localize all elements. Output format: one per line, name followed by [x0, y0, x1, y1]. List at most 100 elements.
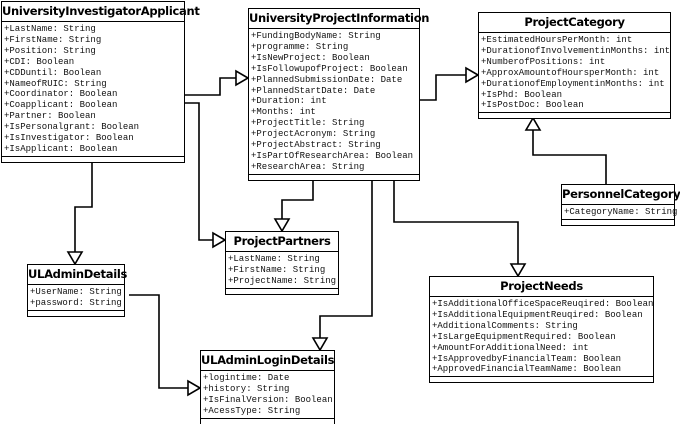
attribute: +IsNewProject: Boolean: [251, 52, 370, 63]
attribute: +CDI: Boolean: [4, 56, 75, 67]
connector-line: [393, 180, 519, 264]
generalization-university-investigator-applicant-to-university-project-information: [185, 69, 250, 96]
attributes-compartment: +LastName: String+FirstName: String+Posi…: [2, 22, 184, 157]
attribute: +Position: String: [4, 45, 96, 56]
class-project-needs[interactable]: ProjectNeeds +IsAdditionalOfficeSpaceReuq…: [429, 276, 654, 384]
attribute: +IsPhd: Boolean: [481, 89, 563, 100]
class-name: ULAdminDetails: [28, 265, 127, 285]
class-ul-admin-details[interactable]: ULAdminDetails+UserName: String+password…: [27, 264, 127, 317]
generalization-personnel-category-to-project-category: [524, 116, 607, 184]
attributes-compartment: +LastName: String+FirstName: String+Proj…: [226, 252, 338, 289]
class-name: PersonnelCategory: [562, 185, 680, 205]
attribute: +AmountForAdditionalNeed: int: [432, 342, 589, 353]
attributes-compartment: +UserName: String+password: String: [28, 285, 124, 311]
class-name: ULAdminLoginDetails: [201, 351, 334, 371]
attribute: +AdditionalComments: String: [432, 320, 578, 331]
class-name: UniversityProjectInformation: [249, 9, 429, 29]
class-university-investigator-applicant[interactable]: UniversityInvestigatorApplicant+LastName…: [1, 1, 200, 163]
generalization-university-project-information-to-project-needs: [393, 180, 527, 278]
connector-line: [319, 180, 373, 338]
operations-compartment: [226, 289, 338, 294]
attribute: +DurationofInvolvementinMonths: int: [481, 45, 671, 56]
attribute: +PlannedSubmissionDate: Date: [251, 74, 403, 85]
attribute: +NameofRUIC: String: [4, 78, 107, 89]
attribute: +EstimatedHoursPerMonth: int: [481, 35, 633, 45]
class-name: ProjectNeeds: [430, 277, 653, 297]
class-project-partners[interactable]: ProjectPartners+LastName: String+FirstNa…: [225, 231, 339, 295]
class-name: ProjectCategory: [479, 13, 670, 33]
operations-compartment: [249, 175, 419, 180]
class-university-project-information[interactable]: UniversityProjectInformation+FundingBody…: [248, 8, 429, 181]
attribute: +IsPartOfResearchArea: Boolean: [251, 150, 414, 161]
attribute: +IsFollowupofProject: Boolean: [251, 63, 408, 74]
attribute: +IsPersonalgrant: Boolean: [4, 122, 140, 133]
attribute: +ProjectAcronym: String: [251, 129, 376, 140]
connector-line: [129, 294, 188, 389]
attribute: +AcessType: String: [203, 405, 301, 416]
connector-line: [281, 180, 314, 219]
attribute: +IsAdditionalOfficeSpaceReuqired: Boolea…: [432, 299, 654, 309]
attribute: +logintime: Date: [203, 373, 290, 383]
attribute: +IsInvestigator: Boolean: [4, 133, 134, 144]
hollow-triangle-arrowhead-icon: [273, 218, 291, 233]
attribute: +NumberofPositions: int: [481, 56, 606, 67]
class-name: ProjectPartners: [226, 232, 338, 252]
generalization-university-investigator-applicant-to-ul-admin-details: [66, 158, 93, 266]
attribute: +ProjectAbstract: String: [251, 140, 381, 151]
generalization-university-project-information-to-ul-admin-login-details: [311, 180, 373, 352]
attribute: +FundingBodyName: String: [251, 31, 381, 41]
attribute: +Months: int: [251, 107, 316, 118]
operations-compartment: [479, 113, 670, 118]
operations-compartment: [430, 377, 653, 382]
attribute: +LastName: String: [228, 254, 320, 264]
generalization-university-investigator-applicant-to-project-partners: [185, 102, 227, 249]
operations-compartment: [201, 419, 334, 424]
attribute: +IsAdditionalEquipmentReuqired: Boolean: [432, 309, 643, 320]
hollow-triangle-arrowhead-icon: [509, 263, 527, 278]
operations-compartment: [28, 311, 124, 316]
hollow-triangle-arrowhead-icon: [212, 231, 227, 249]
attribute: +IsApplicant: Boolean: [4, 143, 118, 154]
attributes-compartment: +EstimatedHoursPerMonth: int+DurationofI…: [479, 33, 671, 114]
attribute: +ProjectTitle: String: [251, 118, 365, 129]
hollow-triangle-arrowhead-icon: [465, 66, 480, 84]
class-name: UniversityInvestigatorApplicant: [2, 2, 200, 22]
attributes-compartment: +FundingBodyName: String+programme: Stri…: [249, 29, 419, 175]
attribute: +password: String: [30, 297, 122, 308]
attribute: +FirstName: String: [4, 34, 102, 45]
attribute: +LastName: String: [4, 24, 96, 34]
attributes-compartment: +CategoryName: String: [562, 205, 678, 220]
hollow-triangle-arrowhead-icon: [187, 379, 202, 397]
attribute: +DurationofEmploymentinMonths: int: [481, 78, 665, 89]
attribute: +IsLargeEquipmentRequired: Boolean: [432, 331, 616, 342]
attribute: +IsPostDoc: Boolean: [481, 100, 584, 111]
attribute: +IsApprovedbyFinancialTeam: Boolean: [432, 353, 622, 364]
attribute: +ResearchArea: String: [251, 161, 365, 172]
connector-line: [74, 158, 93, 252]
class-personnel-category[interactable]: PersonnelCategory +CategoryName: String: [561, 184, 680, 226]
connector-line: [185, 77, 236, 96]
attribute: +ApproxAmountofHoursperMonth: int: [481, 67, 660, 78]
hollow-triangle-arrowhead-icon: [311, 337, 329, 352]
attribute: +CDDuntil: Boolean: [4, 67, 102, 78]
attribute: +CategoryName: String: [564, 207, 678, 217]
attribute: +ProjectName: String: [228, 275, 337, 286]
attribute: +FirstName: String: [228, 264, 326, 275]
connector-line: [420, 74, 466, 101]
class-project-category[interactable]: ProjectCategory+EstimatedHoursPerMonth: …: [478, 12, 671, 120]
class-ul-admin-login-details[interactable]: ULAdminLoginDetails+logintime: Date+hist…: [200, 350, 335, 424]
attribute: +Partner: Boolean: [4, 111, 96, 122]
attribute: +UserName: String: [30, 287, 122, 297]
hollow-triangle-arrowhead-icon: [66, 251, 84, 266]
hollow-triangle-arrowhead-icon: [524, 116, 542, 131]
attributes-compartment: +IsAdditionalOfficeSpaceReuqired: Boolea…: [430, 297, 654, 378]
attribute: +ApprovedFinancialTeamName: Boolean: [432, 364, 622, 375]
generalization-ul-admin-details-to-ul-admin-login-details: [129, 294, 202, 397]
attribute: +IsFinalVersion: Boolean: [203, 394, 333, 405]
operations-compartment: [562, 220, 674, 225]
hollow-triangle-arrowhead-icon: [235, 69, 250, 87]
connector-line: [532, 130, 607, 184]
attribute: +programme: String: [251, 41, 349, 52]
